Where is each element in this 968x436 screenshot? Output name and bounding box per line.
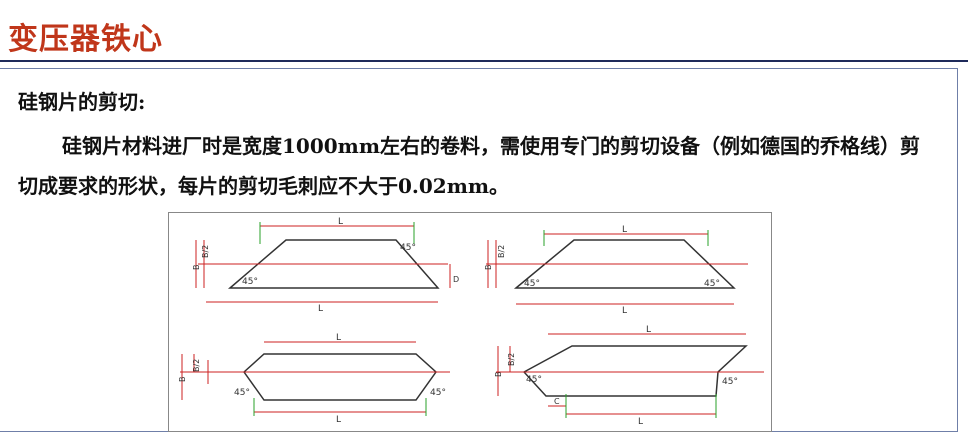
shape-2-label-half-b: B/2 [497,245,506,258]
shape-1-label-l-bottom: L [318,304,323,314]
shape-4-label-angle: 45° [526,375,542,385]
diagram-frame [168,212,772,432]
page-title: 变压器铁心 [8,22,163,57]
section-paragraph: 硅钢片材料进厂时是宽度1000mm左右的卷料，需使用专门的剪切设备（例如德国的乔… [18,134,920,198]
shape-3-label-half-b: B/2 [192,359,201,372]
shape-1-label-angle: 45° [242,277,258,287]
shape-2-label-l-top: L [622,225,627,235]
section-subtitle: 硅钢片的剪切: [18,90,146,114]
shape-4-label-half-b: B/2 [507,353,516,366]
shape-2-label-angle: 45° [524,279,540,289]
shape-3-label-b: B [178,377,187,383]
shape-3: L L B/2 B 45° 45° [178,333,450,425]
shape-2-outline [513,239,736,289]
shape-3-label-l-top: L [336,333,341,343]
shape-2-label-angle: 45° [704,279,720,289]
shape-4-label-b: B [494,372,503,378]
shape-1-label-l-top: L [338,217,343,227]
shape-2: L L B/2 B 45° 45° [484,225,748,316]
shape-1: L L B/2 B 45° 45° D [192,217,459,314]
shape-3-label-angle: 45° [234,388,250,398]
title-divider [0,60,968,62]
shape-3-outline [243,353,437,401]
shape-3-label-l-bottom: L [336,415,341,425]
shape-1-outline [227,239,440,289]
shape-3-label-angle: 45° [430,388,446,398]
shape-4: L L B/2 B 45° 45° C [494,325,764,427]
shape-2-label-l-bottom: L [622,306,627,316]
shape-4-label-c: C [554,397,560,406]
shape-1-label-d: D [453,275,459,284]
shape-4-label-angle: 45° [722,377,738,387]
shape-4-outline [522,345,748,397]
shape-1-label-half-b: B/2 [201,245,210,258]
shape-2-label-b: B [484,265,493,271]
shape-1-label-angle: 45° [400,243,416,253]
lamination-diagram: L L B/2 B 45° 45° D L L B/2 B 45° 45° L [168,212,772,432]
shape-4-label-l-bottom: L [638,417,643,427]
shape-1-label-b: B [192,265,201,271]
shape-4-label-l-top: L [646,325,651,335]
